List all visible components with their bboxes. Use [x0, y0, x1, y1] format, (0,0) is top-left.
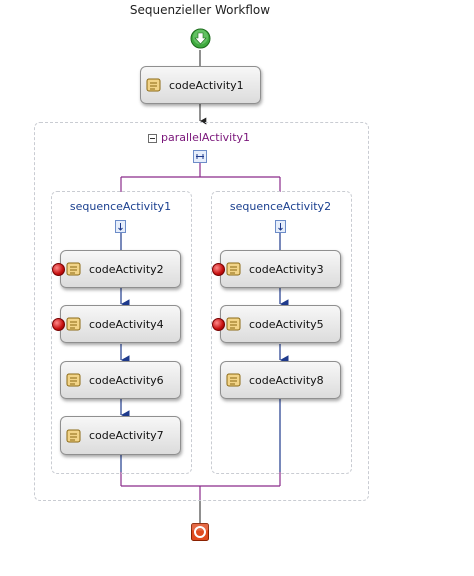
activity-label: codeActivity5	[249, 317, 324, 331]
activity-label: codeActivity6	[89, 373, 164, 387]
breakpoint-icon[interactable]	[52, 263, 65, 276]
sequence-activity-2-label: sequenceActivity2	[229, 200, 332, 213]
collapse-toggle-icon[interactable]	[148, 134, 157, 143]
parallel-activity-icon	[193, 150, 207, 163]
code-activity-1[interactable]: codeActivity1	[140, 66, 261, 104]
activity-label: codeActivity2	[89, 262, 164, 276]
activity-label: codeActivity7	[89, 429, 164, 442]
code-activity-3[interactable]: codeActivity3	[220, 250, 341, 288]
code-activity-4[interactable]: codeActivity4	[60, 305, 181, 343]
code-activity-5[interactable]: codeActivity5	[220, 305, 341, 343]
workflow-title: Sequenzieller Workflow	[129, 3, 271, 17]
activity-label: codeActivity8	[249, 373, 324, 387]
sequence-activity-icon	[275, 220, 286, 233]
scroll-icon	[66, 317, 81, 331]
sequence-activity-1-label: sequenceActivity1	[69, 200, 172, 213]
activity-label: codeActivity3	[249, 262, 324, 276]
breakpoint-icon[interactable]	[212, 263, 225, 276]
scroll-icon	[226, 373, 241, 387]
breakpoint-icon[interactable]	[52, 318, 65, 331]
parallel-activity-container[interactable]	[34, 122, 369, 501]
breakpoint-icon[interactable]	[212, 318, 225, 331]
code-activity-2[interactable]: codeActivity2	[60, 250, 181, 288]
scroll-icon	[66, 262, 81, 276]
code-activity-6[interactable]: codeActivity6	[60, 361, 181, 399]
code-activity-8[interactable]: codeActivity8	[220, 361, 341, 399]
scroll-icon	[226, 317, 241, 331]
parallel-activity-label: parallelActivity1	[161, 131, 251, 144]
scroll-icon	[66, 429, 81, 442]
scroll-icon	[66, 373, 81, 387]
end-icon[interactable]	[191, 523, 209, 541]
activity-label: codeActivity1	[169, 78, 244, 92]
start-icon[interactable]	[190, 28, 211, 49]
scroll-icon	[226, 262, 241, 276]
sequence-activity-2-container[interactable]	[211, 191, 352, 474]
sequence-activity-icon	[115, 220, 126, 233]
scroll-icon	[146, 78, 161, 92]
sequence-activity-1-container[interactable]	[51, 191, 192, 474]
activity-label: codeActivity4	[89, 317, 164, 331]
code-activity-7[interactable]: codeActivity7	[60, 416, 181, 455]
